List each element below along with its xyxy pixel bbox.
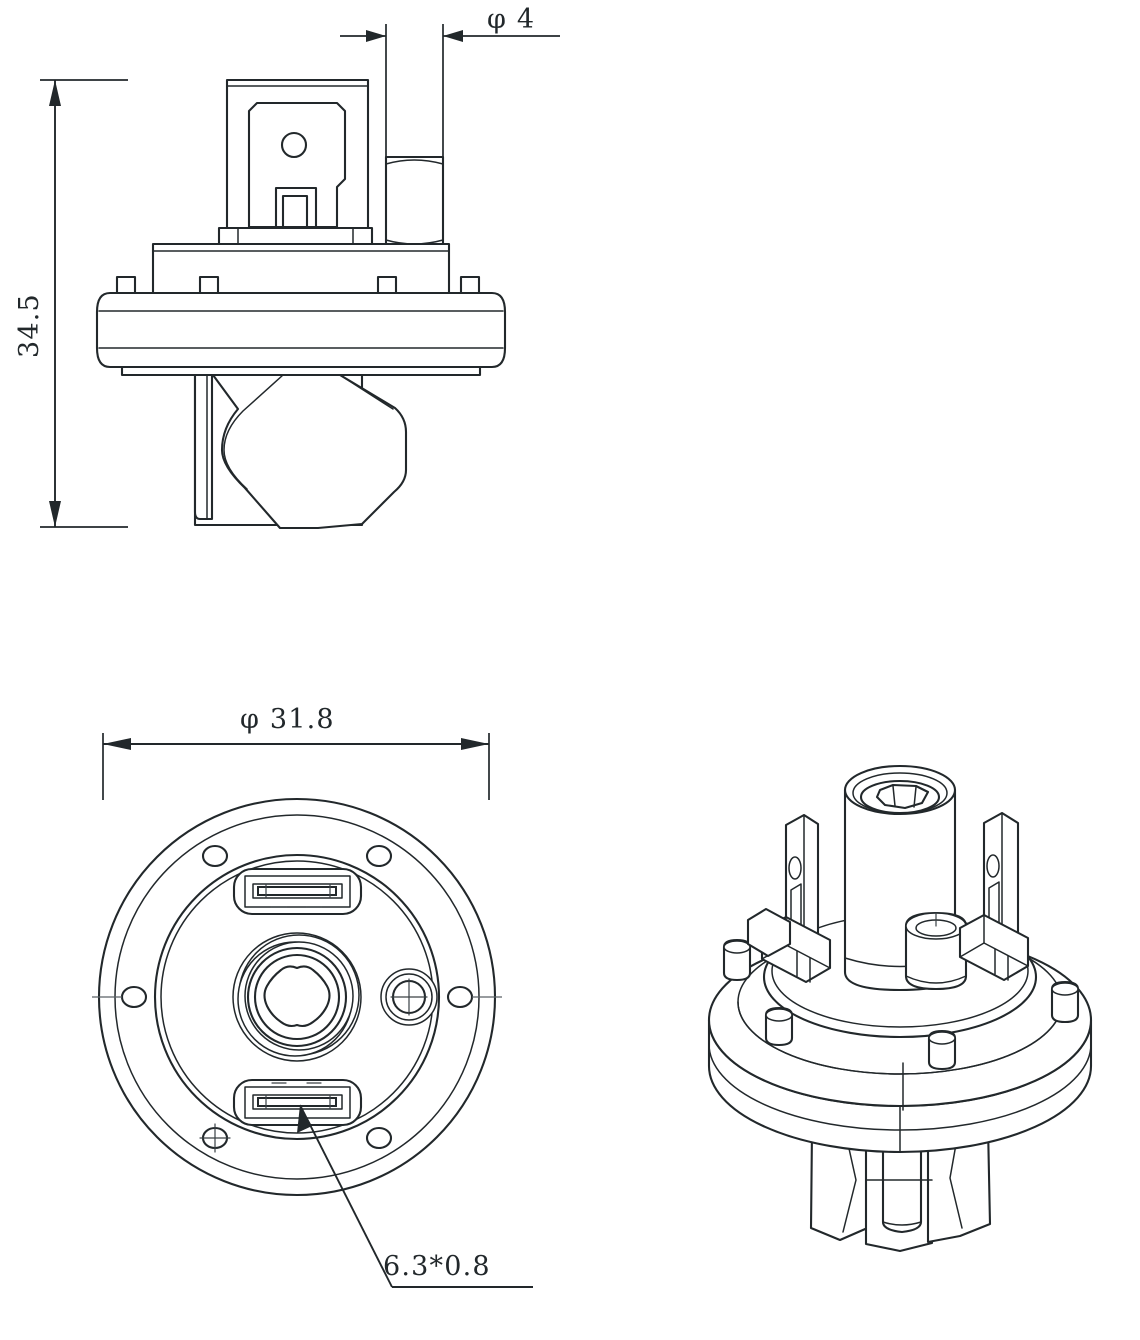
terminal-blade-size-callout: 6.3*0.8: [297, 1104, 533, 1288]
lower-skirt: [193, 373, 408, 530]
flange-diameter-dimension: φ 31.8: [102, 704, 490, 800]
connector-shroud: [217, 78, 374, 255]
locating-pin: [384, 155, 445, 249]
terminal-slot-upper: [232, 867, 363, 916]
terminal-blade-size-label: 6.3*0.8: [383, 1251, 491, 1282]
bottom-plan-view: φ 31.8: [92, 704, 533, 1288]
central-socket: [232, 932, 362, 1062]
front-view-geometry: [95, 78, 507, 530]
flange-body: [95, 291, 507, 377]
flange-bosses: [115, 275, 481, 295]
overall-height-label: 34.5: [14, 293, 45, 358]
pin-diameter-label: φ 4: [487, 4, 535, 35]
iso-terminal-left: [746, 813, 832, 984]
iso-terminal-right: [958, 811, 1030, 982]
side-hole: [380, 968, 438, 1026]
front-elevation-view: φ 4 34.5: [14, 4, 560, 530]
flange-diameter-label: φ 31.8: [240, 704, 335, 735]
overall-height-dimension: 34.5: [14, 79, 128, 528]
isometric-3d-view: [707, 764, 1093, 1253]
plan-geometry: [92, 797, 502, 1197]
mid-plate: [151, 242, 451, 295]
pin-diameter-dimension: φ 4: [340, 4, 560, 195]
iso-peripheral-bosses: [722, 917, 1080, 1071]
terminal-slot-lower: [232, 1078, 363, 1127]
iso-lower-skirt: [809, 1124, 992, 1253]
iso-small-post: [904, 911, 968, 991]
